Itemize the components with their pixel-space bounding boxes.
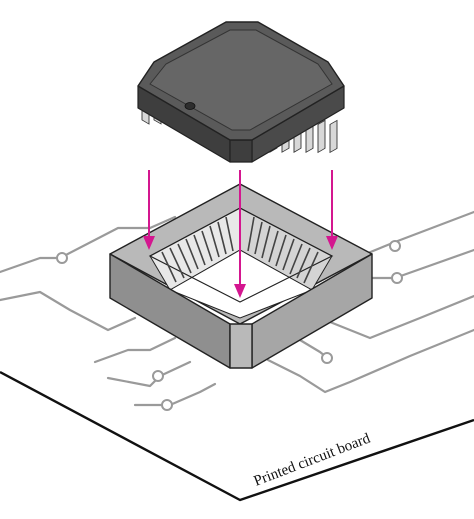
socket-contacts-left <box>161 216 234 283</box>
plcc-chip <box>137 21 345 163</box>
pin1-marker-icon <box>184 102 196 110</box>
insertion-arrows <box>143 170 338 298</box>
socket-contacts-right <box>247 216 319 284</box>
board-edge <box>0 370 474 502</box>
